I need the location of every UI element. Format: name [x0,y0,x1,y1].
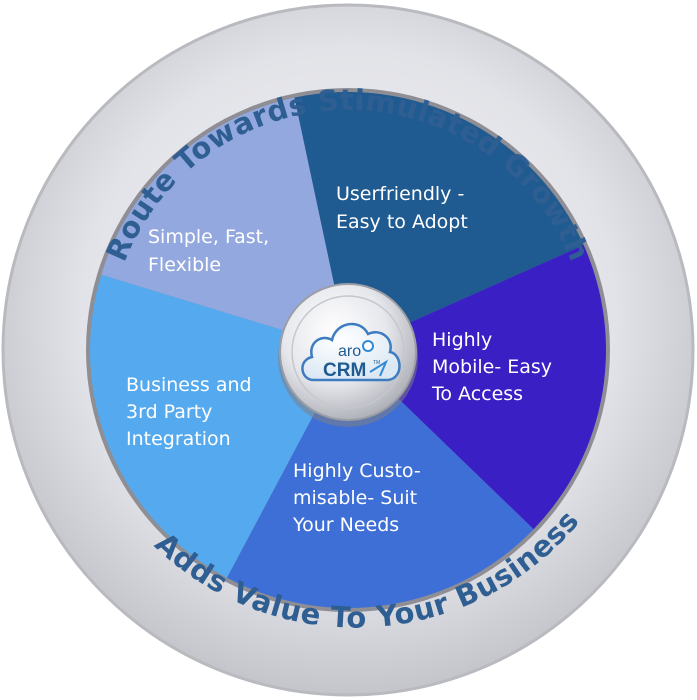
center-hub-inner [291,295,405,409]
segment-mobile [348,245,606,530]
segment-userfriendly [294,91,584,351]
logo-tm-text: TM [373,360,380,366]
segment-label-integration: Business and 3rd Party Integration [126,374,258,450]
segment-label-mobile: Highly Mobile- Easy To Access [431,329,558,405]
aro-crm-logo: aro CRM TM [301,322,401,382]
logo-aro-text: aro [338,343,361,360]
cloud-icon [301,322,401,382]
logo-dot-icon [362,340,374,352]
segment-label-customisable: Highly Custo- misable- Suit Your Needs [292,460,427,536]
segment-label-userfriendly: Userfriendly - Easy to Adopt [336,183,470,233]
segment-simple [101,97,348,350]
segment-customisable [226,350,534,608]
logo-swoosh-icon [369,359,389,377]
segment-label-simple: Simple, Fast, Flexible [148,226,275,276]
logo-crm-text: CRM [323,360,366,381]
